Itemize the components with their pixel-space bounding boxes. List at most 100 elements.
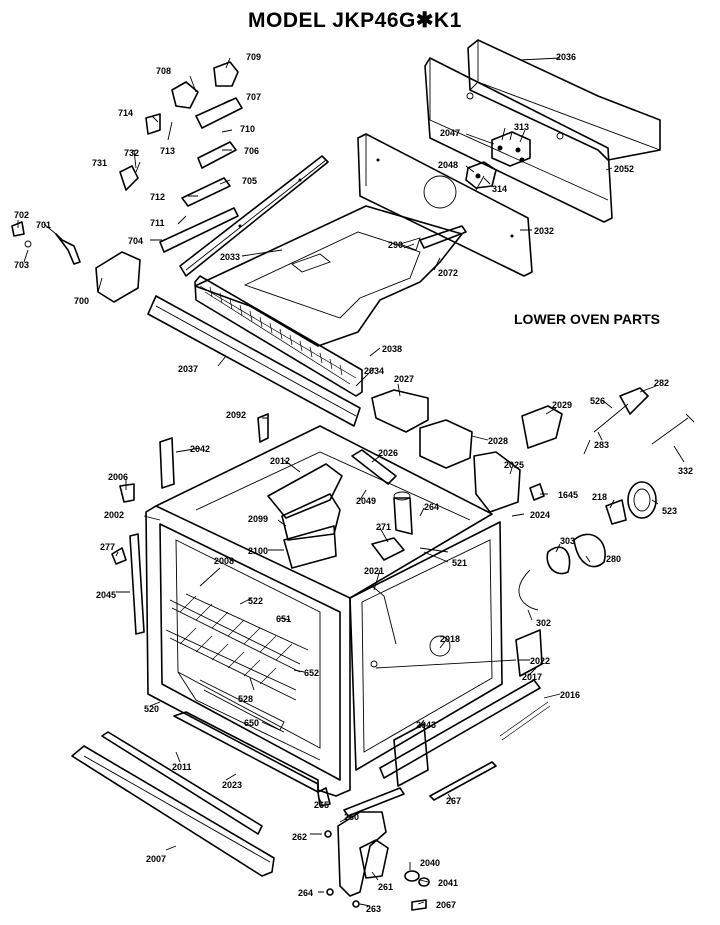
label-526: 526 bbox=[590, 396, 605, 406]
label-2072: 2072 bbox=[438, 268, 458, 278]
label-707: 707 bbox=[246, 92, 261, 102]
label-283: 283 bbox=[594, 440, 609, 450]
label-2032: 2032 bbox=[534, 226, 554, 236]
oven-cabinet bbox=[111, 387, 695, 801]
label-2043: 2043 bbox=[416, 720, 436, 730]
label-522: 522 bbox=[248, 596, 263, 606]
label-652: 652 bbox=[304, 668, 319, 678]
label-2021: 2021 bbox=[364, 566, 384, 576]
label-2027: 2027 bbox=[394, 374, 414, 384]
label-2100: 2100 bbox=[248, 546, 268, 556]
label-277: 277 bbox=[100, 542, 115, 552]
label-262: 262 bbox=[292, 832, 307, 842]
label-2049: 2049 bbox=[356, 496, 376, 506]
label-701: 701 bbox=[36, 220, 51, 230]
label-271: 271 bbox=[376, 522, 391, 532]
label-2029: 2029 bbox=[552, 400, 572, 410]
label-713: 713 bbox=[160, 146, 175, 156]
label-523: 523 bbox=[662, 506, 677, 516]
label-313: 313 bbox=[514, 122, 529, 132]
label-2006: 2006 bbox=[108, 472, 128, 482]
label-714: 714 bbox=[118, 108, 133, 118]
vent-frame-2034 bbox=[194, 275, 363, 397]
label-650: 650 bbox=[244, 718, 259, 728]
label-702: 702 bbox=[14, 210, 29, 220]
back-wall-2032 bbox=[357, 133, 533, 277]
label-700: 700 bbox=[74, 296, 89, 306]
label-2025: 2025 bbox=[504, 460, 524, 470]
label-264-lower: 264 bbox=[298, 888, 313, 898]
section-heading: LOWER OVEN PARTS bbox=[514, 311, 660, 327]
side-rail bbox=[179, 155, 329, 277]
label-651: 651 bbox=[276, 614, 291, 624]
label-2047: 2047 bbox=[440, 128, 460, 138]
label-314: 314 bbox=[492, 184, 507, 194]
label-2022: 2022 bbox=[530, 656, 550, 666]
label-261: 261 bbox=[378, 882, 393, 892]
kick-plate-2007 bbox=[71, 731, 275, 877]
control-panel-2052 bbox=[424, 57, 613, 223]
label-265: 265 bbox=[314, 800, 329, 810]
label-2099: 2099 bbox=[248, 514, 268, 524]
label-260: 260 bbox=[344, 812, 359, 822]
label-705: 705 bbox=[242, 176, 257, 186]
label-704: 704 bbox=[128, 236, 143, 246]
label-303: 303 bbox=[560, 536, 575, 546]
control-assembly bbox=[11, 61, 243, 303]
part-labels: 2036 2052 2047 313 2048 314 2032 2072 29… bbox=[14, 52, 693, 914]
label-2007: 2007 bbox=[146, 854, 166, 864]
oven-top-shell-2033 bbox=[194, 205, 467, 347]
label-521: 521 bbox=[452, 558, 467, 568]
label-2002: 2002 bbox=[104, 510, 124, 520]
label-708: 708 bbox=[156, 66, 171, 76]
label-520: 520 bbox=[144, 704, 159, 714]
label-710: 710 bbox=[240, 124, 255, 134]
label-2052: 2052 bbox=[614, 164, 634, 174]
label-2016: 2016 bbox=[560, 690, 580, 700]
label-2045: 2045 bbox=[96, 590, 116, 600]
label-267: 267 bbox=[446, 796, 461, 806]
label-711: 711 bbox=[150, 218, 165, 228]
label-2023: 2023 bbox=[222, 780, 242, 790]
label-2040: 2040 bbox=[420, 858, 440, 868]
label-709: 709 bbox=[246, 52, 261, 62]
label-703: 703 bbox=[14, 260, 29, 270]
label-263: 263 bbox=[366, 904, 381, 914]
label-2092: 2092 bbox=[226, 410, 246, 420]
label-302: 302 bbox=[536, 618, 551, 628]
label-2011: 2011 bbox=[172, 762, 192, 772]
callout-lines bbox=[17, 57, 685, 907]
label-2028: 2028 bbox=[488, 436, 508, 446]
label-2024: 2024 bbox=[530, 510, 550, 520]
label-2042: 2042 bbox=[190, 444, 210, 454]
hinge-assembly bbox=[317, 787, 430, 911]
label-2026: 2026 bbox=[378, 448, 398, 458]
label-280: 280 bbox=[606, 554, 621, 564]
label-2067: 2067 bbox=[436, 900, 456, 910]
label-731: 731 bbox=[92, 158, 107, 168]
label-264: 264 bbox=[424, 502, 439, 512]
label-2018: 2018 bbox=[440, 634, 460, 644]
label-2017: 2017 bbox=[522, 672, 542, 682]
label-2034: 2034 bbox=[364, 366, 384, 376]
label-2008: 2008 bbox=[214, 556, 234, 566]
label-218: 218 bbox=[592, 492, 607, 502]
label-290: 290 bbox=[388, 240, 403, 250]
label-528: 528 bbox=[238, 694, 253, 704]
label-282: 282 bbox=[654, 378, 669, 388]
label-706: 706 bbox=[244, 146, 259, 156]
label-2012: 2012 bbox=[270, 456, 290, 466]
label-2033: 2033 bbox=[220, 252, 240, 262]
front-trim-2037 bbox=[147, 295, 361, 427]
label-2036: 2036 bbox=[556, 52, 576, 62]
diagram-title: MODEL JKP46G✱K1 bbox=[248, 9, 462, 32]
label-732: 732 bbox=[124, 148, 139, 158]
label-1645: 1645 bbox=[558, 490, 578, 500]
label-712: 712 bbox=[150, 192, 165, 202]
label-332: 332 bbox=[678, 466, 693, 476]
label-2041: 2041 bbox=[438, 878, 458, 888]
label-2037: 2037 bbox=[178, 364, 198, 374]
label-2038: 2038 bbox=[382, 344, 402, 354]
